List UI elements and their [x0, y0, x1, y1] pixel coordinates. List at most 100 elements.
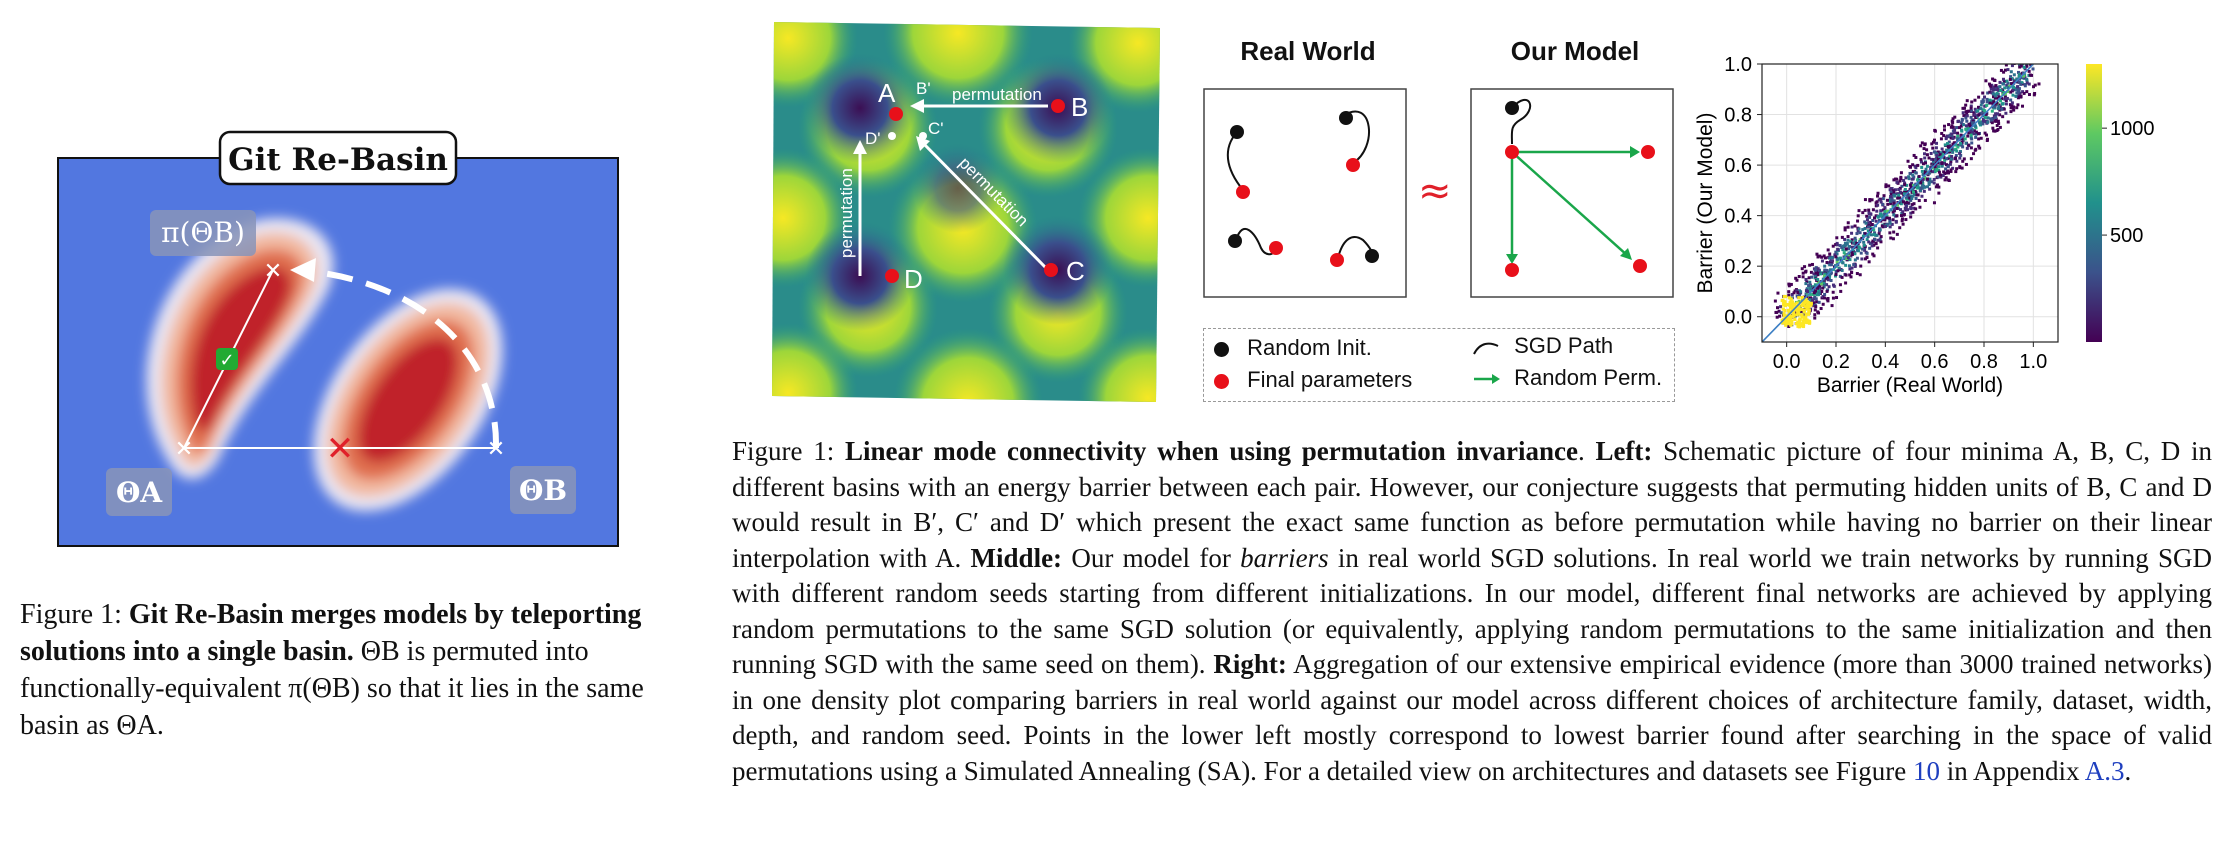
scatter-point	[1972, 152, 1976, 156]
scatter-point	[1857, 227, 1861, 231]
scatter-point	[1983, 115, 1987, 119]
scatter-point	[1927, 181, 1931, 185]
scatter-point	[2000, 107, 2004, 111]
scatter-point	[1779, 311, 1783, 315]
scatter-point	[1912, 153, 1916, 157]
scatter-point	[1907, 175, 1911, 179]
scatter-point	[1905, 190, 1909, 194]
scatter-point	[1829, 272, 1833, 276]
scatter-point	[1930, 180, 1934, 184]
label-a: A	[878, 78, 896, 108]
scatter-point	[2019, 94, 2023, 98]
scatter-point	[1883, 224, 1887, 228]
scatter-point	[1993, 96, 1997, 100]
scatter-point-sa	[1782, 314, 1786, 318]
scatter-point	[1827, 261, 1831, 265]
scatter-point	[1814, 305, 1818, 309]
label-b: B	[1071, 92, 1088, 122]
scatter-point	[1907, 177, 1911, 181]
scatter-point	[1950, 155, 1954, 159]
scatter-point	[1889, 194, 1893, 198]
scatter-point	[1948, 133, 1952, 137]
scatter-point	[1872, 243, 1876, 247]
scatter-point	[1932, 138, 1936, 142]
scatter-point	[1992, 85, 1996, 89]
scatter-point	[1953, 128, 1957, 132]
scatter-point	[2016, 70, 2020, 74]
scatter-point	[1871, 239, 1875, 243]
scatter-point	[1916, 184, 1920, 188]
scatter-point	[1918, 188, 1922, 192]
scatter-point	[1823, 264, 1827, 268]
scatter-point	[1818, 268, 1822, 272]
scatter-point	[1812, 267, 1816, 271]
scatter-point	[1931, 146, 1935, 150]
scatter-point	[1985, 97, 1989, 101]
label-d-prime: D'	[865, 129, 881, 148]
scatter-point	[1986, 91, 1990, 95]
perm-arrow-c	[920, 140, 1050, 272]
scatter-point	[1879, 200, 1883, 204]
scatter-point	[1969, 108, 1973, 112]
scatter-point	[1826, 270, 1830, 274]
scatter-point-sa	[1809, 301, 1813, 305]
scatter-point	[1995, 87, 1999, 91]
scatter-point	[1923, 156, 1927, 160]
scatter-point	[1951, 117, 1955, 121]
scatter-point	[1844, 273, 1848, 277]
scatter-point	[2021, 90, 2025, 94]
scatter-point	[1835, 236, 1839, 240]
scatter-point	[1983, 119, 1987, 123]
scatter-point	[2008, 77, 2012, 81]
figure-title: Git Re-Basin	[228, 142, 448, 178]
scatter-point	[1960, 129, 1964, 133]
y-tick-label: 0.8	[1724, 105, 1752, 127]
figure-10-link[interactable]: 10	[1912, 755, 1940, 786]
scatter-point	[2012, 108, 2016, 112]
scatter-point	[1890, 199, 1894, 203]
scatter-point	[1990, 109, 1994, 113]
scatter-point	[1843, 228, 1847, 232]
point-d-dot	[885, 269, 899, 283]
appendix-a3-link[interactable]: A.3	[2084, 755, 2125, 786]
scatter-point	[1835, 296, 1839, 300]
scatter-point	[1964, 114, 1968, 118]
scatter-point	[1904, 204, 1908, 208]
scatter-point	[1831, 244, 1835, 248]
scatter-point	[1816, 267, 1820, 271]
scatter-point	[1859, 264, 1863, 268]
scatter-point	[1860, 236, 1864, 240]
scatter-point	[1885, 198, 1889, 202]
scatter-point	[1960, 166, 1964, 170]
scatter-point	[1821, 286, 1825, 290]
scatter-point	[1968, 129, 1972, 133]
scatter-point	[1847, 254, 1851, 258]
scatter-point	[1896, 192, 1900, 196]
scatter-point	[1813, 283, 1817, 287]
scatter-point	[1808, 263, 1812, 267]
scatter-point	[1858, 238, 1862, 242]
scatter-point	[1950, 148, 1954, 152]
scatter-point	[1911, 210, 1915, 214]
scatter-point	[1970, 100, 1974, 104]
scatter-point	[1932, 150, 1936, 154]
scatter-point	[1941, 150, 1945, 154]
scatter-point	[1997, 103, 2001, 107]
scatter-point	[1998, 125, 2002, 129]
scatter-point	[1897, 193, 1901, 197]
scatter-point	[1829, 263, 1833, 267]
scatter-point	[1983, 109, 1987, 113]
scatter-point	[2009, 75, 2013, 79]
scatter-point	[1868, 241, 1872, 245]
scatter-point	[1992, 88, 1996, 92]
scatter-point	[1936, 175, 1940, 179]
scatter-point	[1997, 121, 2001, 125]
scatter-point	[1915, 186, 1919, 190]
scatter-point	[1888, 218, 1892, 222]
scatter-point	[2006, 68, 2010, 72]
scatter-point	[1837, 266, 1841, 270]
scatter-point	[1827, 285, 1831, 289]
scatter-point	[1825, 268, 1829, 272]
scatter-point	[1954, 147, 1958, 151]
